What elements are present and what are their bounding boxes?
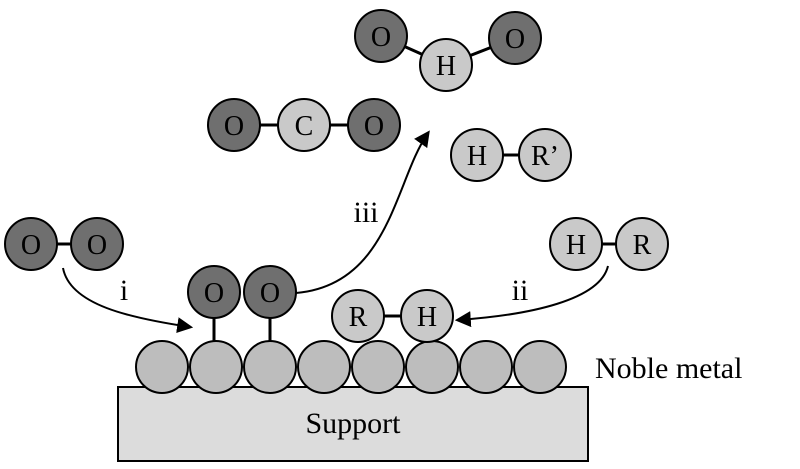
atom-label: O: [224, 111, 244, 142]
hr-reactant-molecule: H R: [549, 217, 669, 271]
hydrogen-atom: [400, 289, 454, 343]
oxygen-atom: [488, 11, 542, 65]
arrow-step-ii: [454, 265, 609, 328]
atom-label: R’: [531, 141, 559, 172]
metal-atom: [189, 340, 243, 394]
carbon-atom: [277, 98, 331, 152]
atom-label: H: [566, 230, 586, 261]
atom-label: H: [436, 51, 456, 82]
oxygen-atom: [70, 217, 124, 271]
hydrogen-atom: [419, 38, 473, 92]
metal-atom: [513, 340, 567, 394]
atom-label: O: [371, 22, 391, 53]
hydrogen-atom: [450, 128, 504, 182]
step-ii-label: ii: [512, 274, 529, 307]
oxygen-atom: [347, 98, 401, 152]
r-group: [615, 217, 669, 271]
arrow-step-i: [62, 267, 194, 334]
atom-label: O: [505, 24, 525, 55]
oxygen-atom: [354, 9, 408, 63]
step-iii-label: iii: [353, 196, 378, 229]
atom-label: O: [260, 278, 280, 309]
atom-label: H: [467, 141, 487, 172]
atom-label: O: [204, 278, 224, 309]
o2-gas-molecule: O O: [4, 217, 124, 271]
r-prime-group: [518, 128, 572, 182]
adsorbed-rh-molecule: R H: [331, 289, 454, 343]
metal-atom: [297, 340, 351, 394]
atom-label: O: [21, 230, 41, 261]
metal-atom: [243, 340, 297, 394]
oxygen-atom: [4, 217, 58, 271]
noble-metal-label: Noble metal: [595, 352, 742, 385]
support-block: [117, 386, 589, 462]
noble-metal-layer: [135, 340, 567, 394]
r-group: [331, 289, 385, 343]
hydrogen-atom: [549, 217, 603, 271]
metal-atom: [351, 340, 405, 394]
co2-molecule: O C O: [207, 98, 401, 152]
hr-prime-molecule: H R’: [450, 128, 572, 182]
atom-label: C: [295, 111, 314, 142]
metal-atom: [405, 340, 459, 394]
metal-atom: [459, 340, 513, 394]
atom-label: O: [364, 111, 384, 142]
atom-label: R: [349, 302, 368, 333]
arrow-step-iii: [295, 130, 430, 294]
support-label: Support: [305, 407, 401, 440]
oxygen-atom: [187, 265, 241, 319]
metal-atom: [135, 340, 189, 394]
atom-label: O: [87, 230, 107, 261]
water-molecule: O H O: [354, 9, 542, 92]
oxygen-atom: [207, 98, 261, 152]
adsorbed-oxygen: O O: [187, 265, 297, 341]
step-i-label: i: [120, 274, 128, 307]
atom-label: H: [417, 302, 437, 333]
atom-label: R: [633, 230, 652, 261]
